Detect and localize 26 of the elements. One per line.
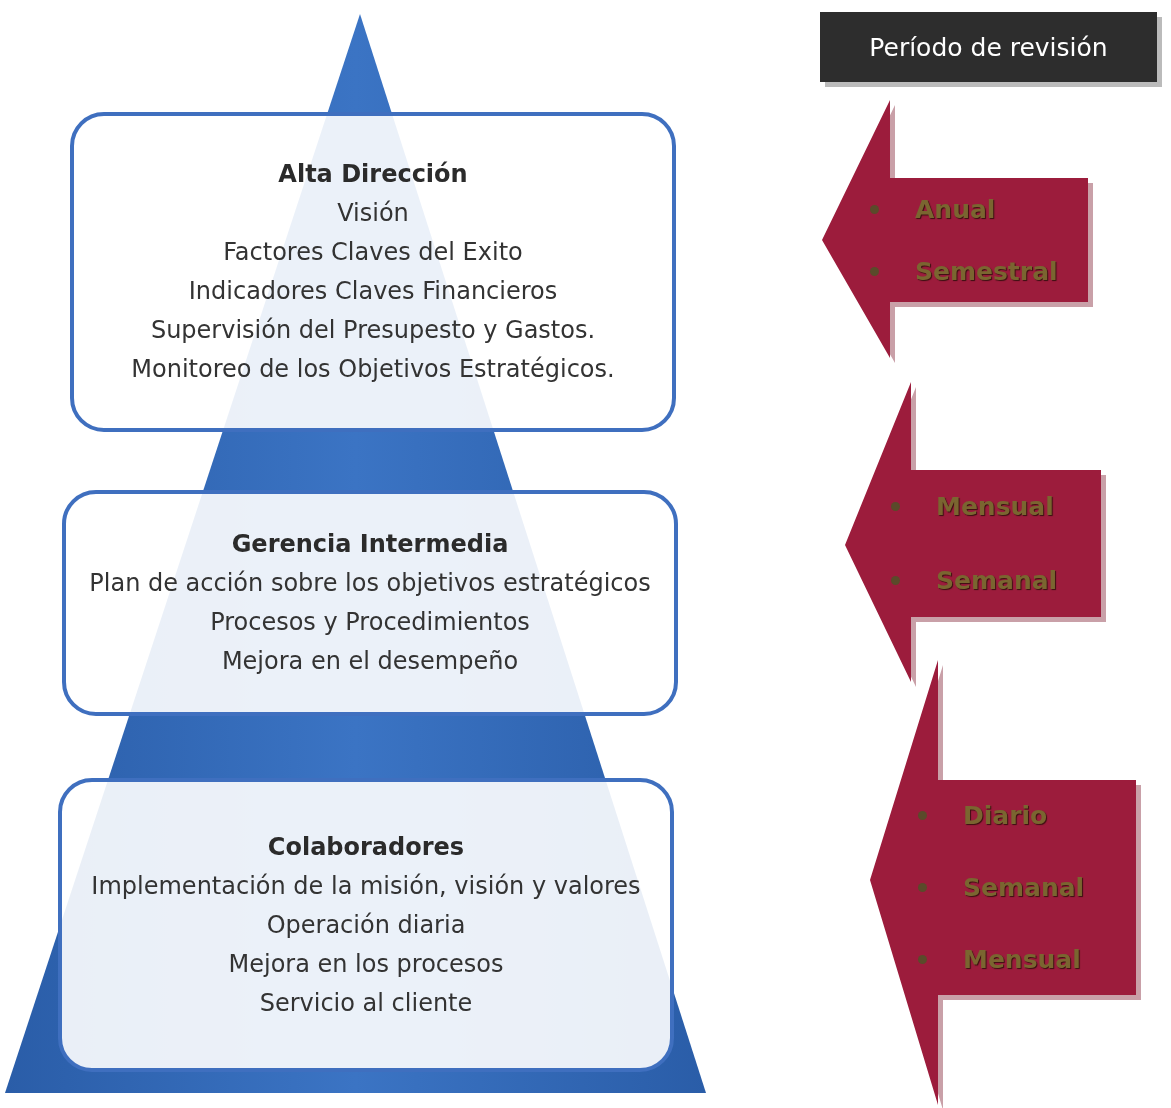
header-text: Período de revisión	[869, 32, 1108, 62]
level-item: Plan de acción sobre los objetivos estratégicos	[89, 568, 651, 599]
level-item: Procesos y Procedimientos	[210, 607, 530, 638]
level-box	[70, 112, 676, 432]
level-item: Operación diaria	[266, 909, 466, 941]
level-item: Mejora en los procesos	[228, 948, 504, 980]
level-item: Factores Claves del Exito	[223, 237, 523, 268]
period-text: Mensual	[936, 492, 1054, 522]
level-heading: Alta Dirección	[278, 159, 468, 190]
period-text: Diario	[963, 801, 1048, 831]
level-item: Implementación de la misión, visión y valores	[91, 870, 641, 902]
period-text: Anual	[915, 194, 996, 224]
level-box	[58, 778, 674, 1072]
period-text: Mensual	[963, 944, 1081, 974]
level-item: Visión	[337, 198, 409, 229]
level-item: Supervisión del Presupesto y Gastos.	[150, 315, 596, 346]
level-item: Mejora en el desempeño	[221, 646, 519, 677]
period-text: Semanal	[963, 873, 1085, 902]
level-item: Monitoreo de los Objetivos Estratégicos.	[131, 354, 615, 385]
period-text: Semestral	[915, 256, 1058, 286]
level-heading: Gerencia Intermedia	[231, 529, 509, 560]
level-item: Servicio al cliente	[259, 987, 473, 1019]
level-box	[62, 490, 678, 716]
level-heading: Colaboradores	[267, 831, 465, 863]
level-item: Indicadores Claves Financieros	[188, 276, 558, 307]
period-text: Semanal	[936, 565, 1058, 595]
